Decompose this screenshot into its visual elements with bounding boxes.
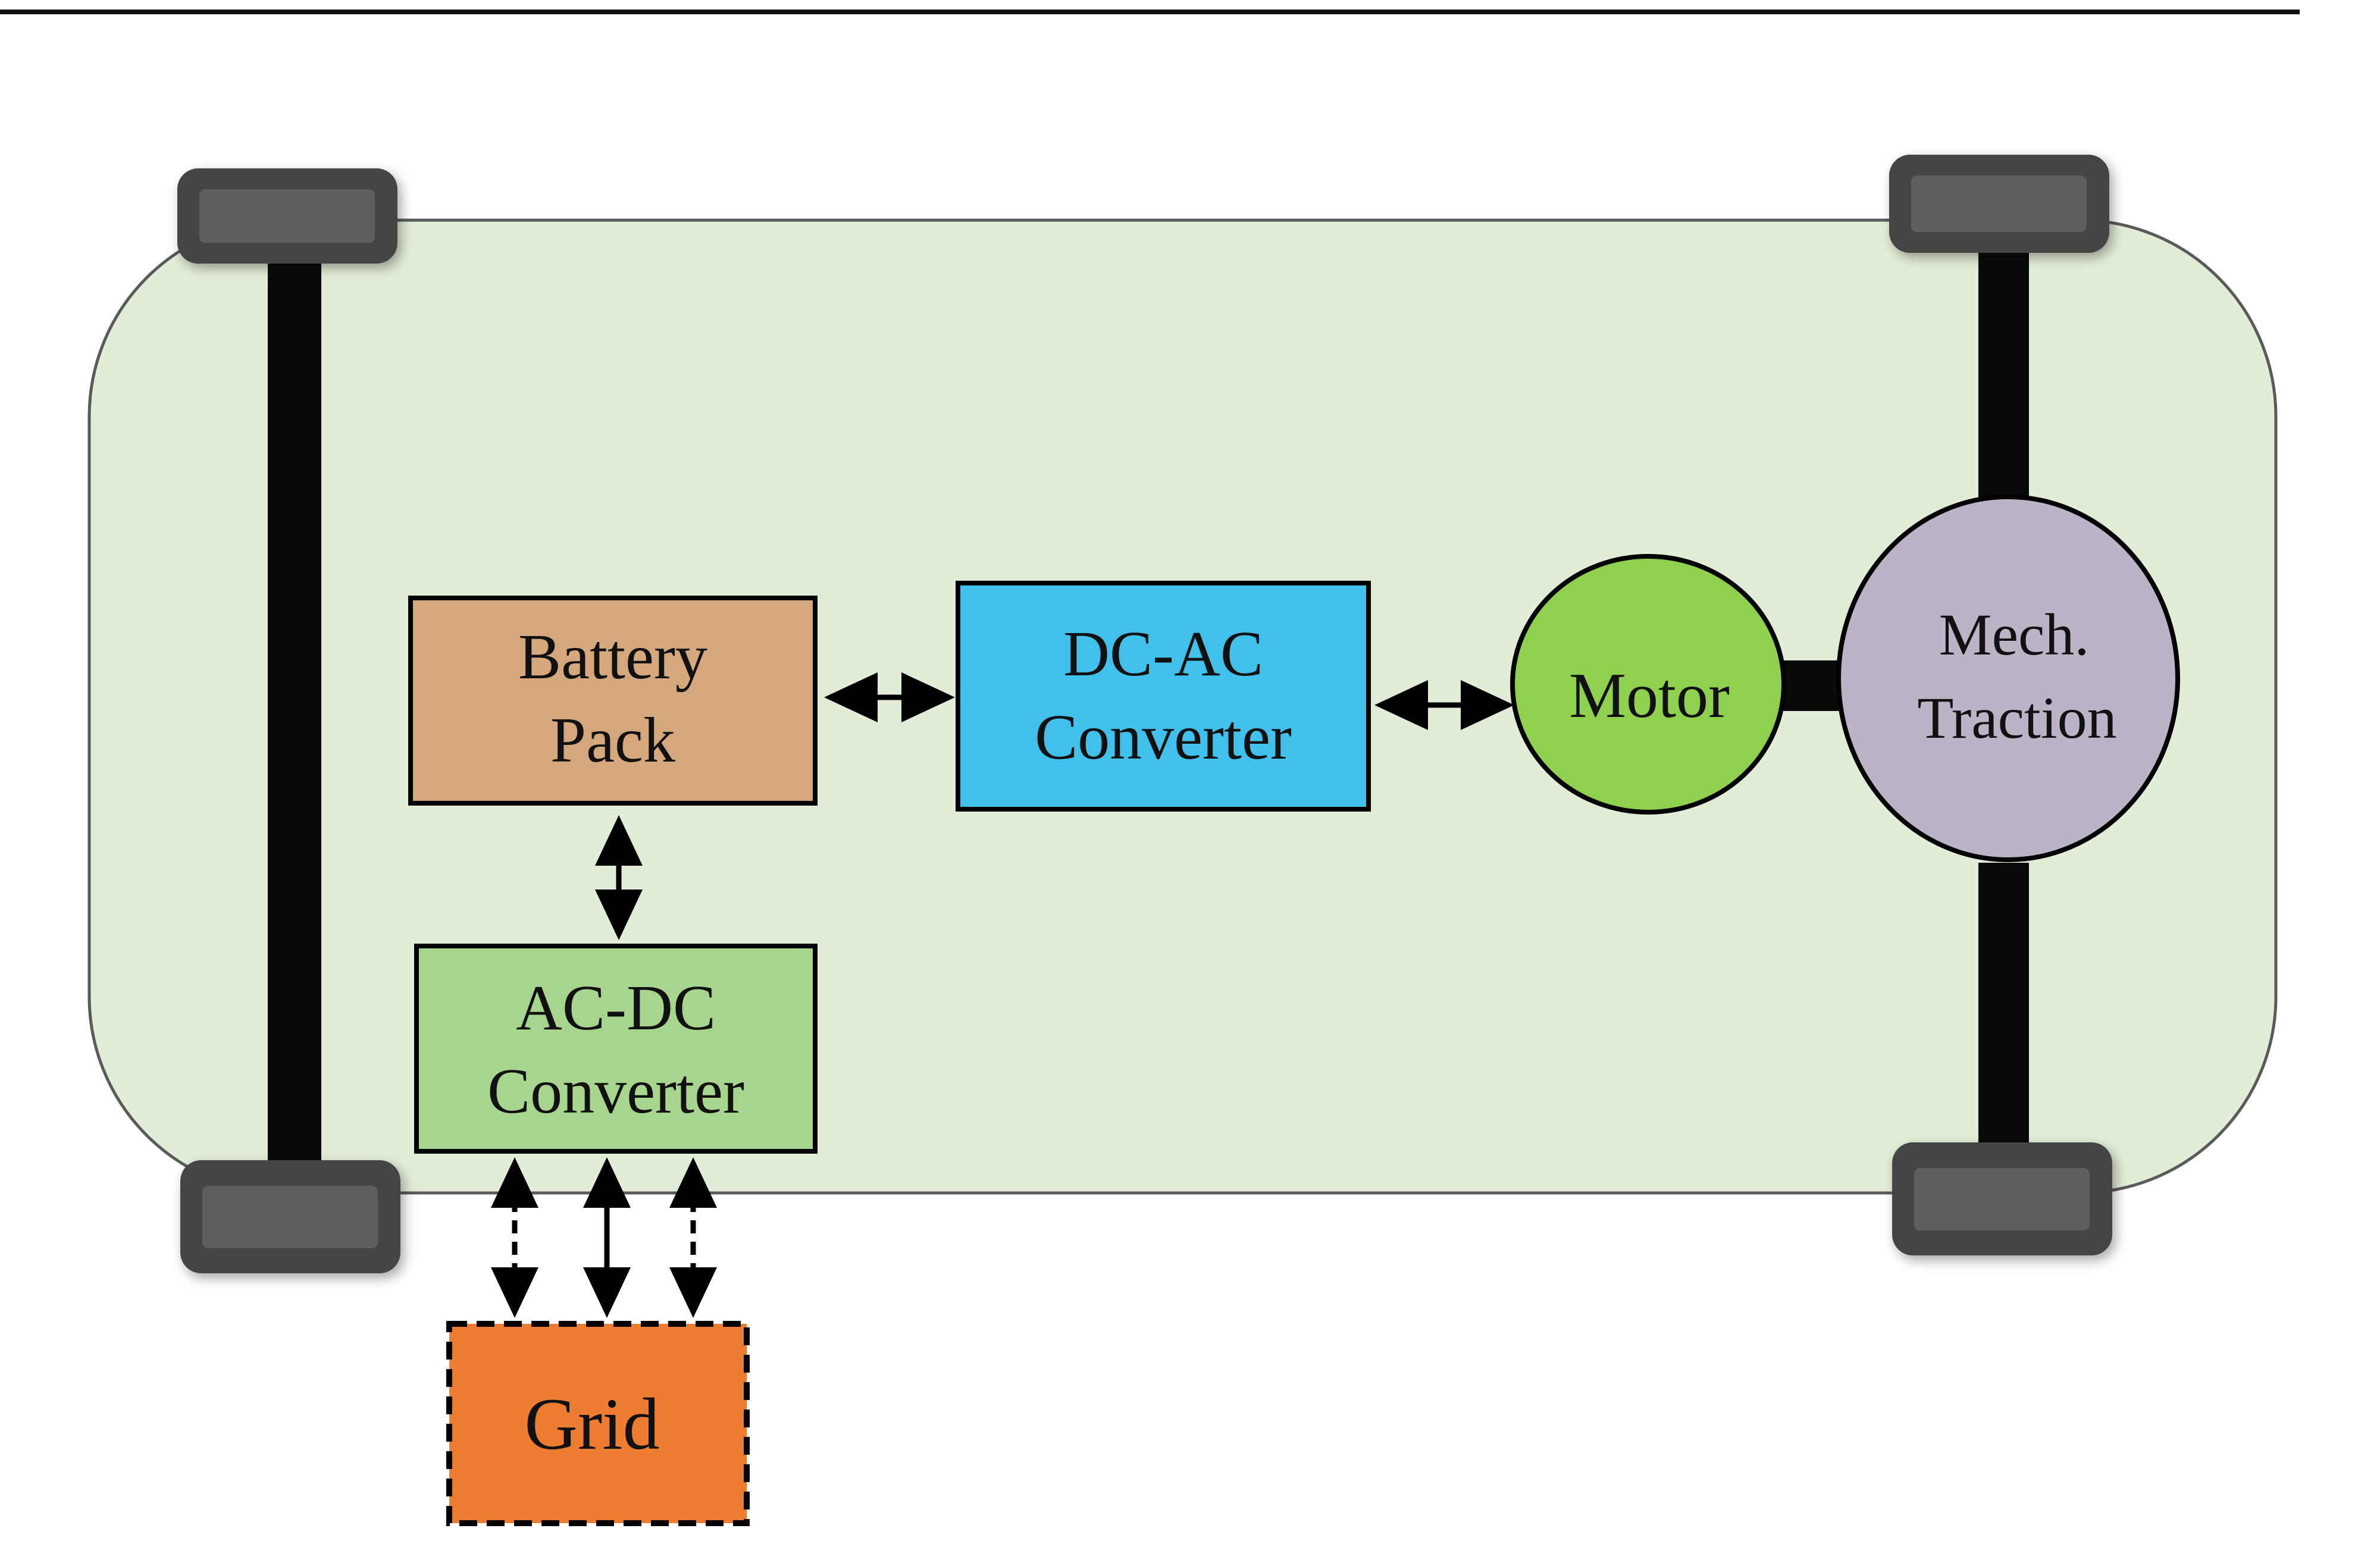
dc-ac-converter-label-line2: Converter [1035, 702, 1292, 773]
grid-label: Grid [524, 1383, 659, 1465]
rear-axle [268, 223, 321, 1217]
ac-dc-converter-label-line1: AC-DC [516, 973, 716, 1044]
battery-pack-label-line1: Battery [518, 622, 707, 693]
wheel-front-top [1889, 155, 2109, 253]
wheel-rear-top [177, 168, 397, 264]
arrow-acdc-grid-right-dashed [669, 1157, 717, 1318]
wheel-rear-bottom [180, 1160, 400, 1273]
front-axle-lower [1978, 863, 2029, 1196]
arrow-dcac-motor [1374, 680, 1514, 730]
mech-traction-block: Mech. Traction [1836, 494, 2180, 862]
arrow-acdc-grid-center-solid [583, 1157, 631, 1318]
battery-pack-label-line2: Pack [550, 705, 675, 776]
front-axle-upper [1978, 214, 2029, 530]
mech-traction-label-line2: Traction [1917, 685, 2116, 751]
arrow-battery-acdc [595, 815, 643, 940]
dc-ac-converter-label-line1: DC-AC [1063, 619, 1263, 690]
ac-dc-converter-label-line2: Converter [487, 1056, 744, 1127]
motor-label: Motor [1569, 660, 1730, 731]
mech-traction-label-line1: Mech. [1939, 602, 2090, 668]
battery-pack-block: Battery Pack [408, 596, 818, 806]
ac-dc-converter-block: AC-DC Converter [414, 944, 818, 1154]
grid-block: Grid [446, 1321, 750, 1526]
arrow-battery-dcac [824, 672, 955, 722]
connection-arrows [491, 672, 1514, 1318]
wheel-front-bottom [1892, 1142, 2112, 1255]
dc-ac-converter-block: DC-AC Converter [956, 581, 1371, 812]
arrow-acdc-grid-left-dashed [491, 1157, 538, 1318]
motor-block: Motor [1510, 554, 1786, 815]
